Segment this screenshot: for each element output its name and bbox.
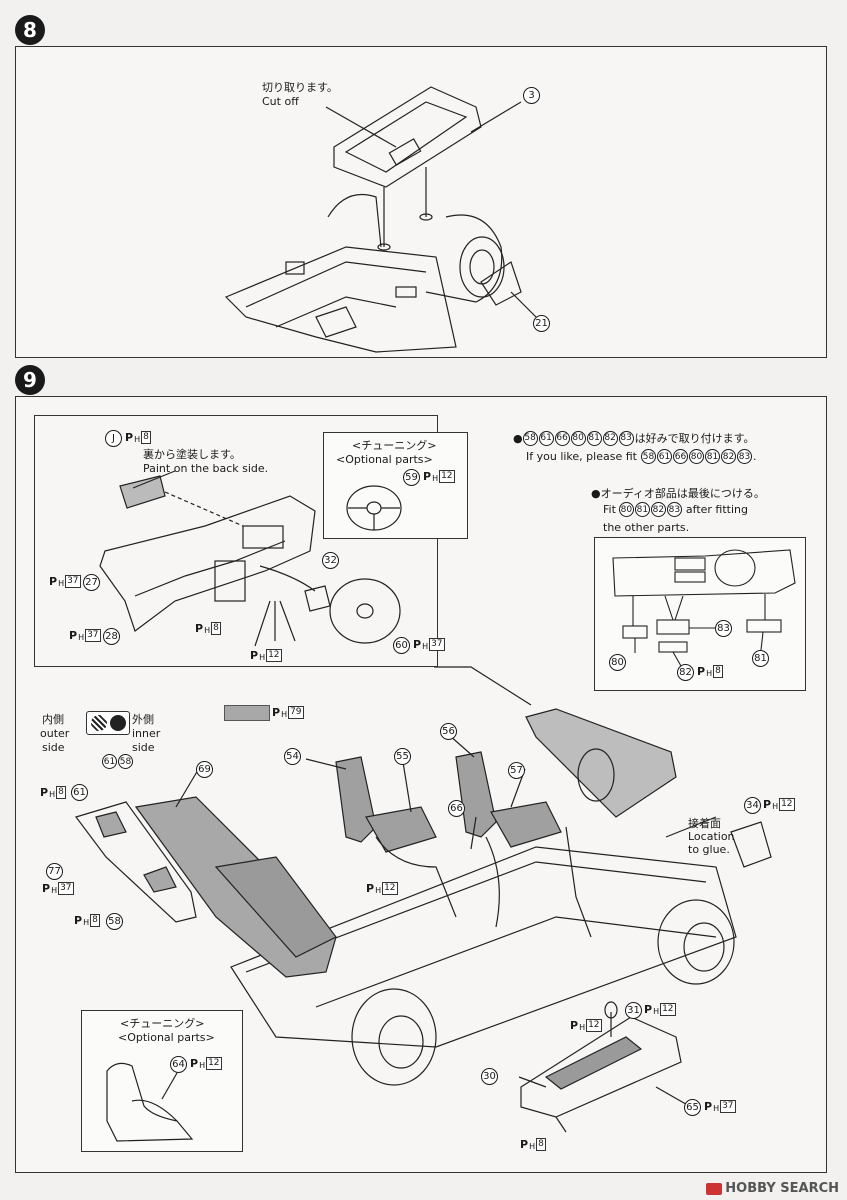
part-56-callout: 56: [440, 723, 457, 740]
part-60-callout: 60: [393, 637, 410, 654]
part-69-callout: 69: [196, 761, 213, 778]
grey-color-swatch: [224, 705, 270, 721]
inner-side-jp: 外側: [132, 713, 154, 726]
optional-wheel-title-en: <Optional parts>: [336, 453, 433, 466]
cut-off-label-jp: 切り取ります。: [262, 81, 338, 94]
outer-side-jp: 内側: [42, 713, 64, 726]
part-55-callout: 55: [394, 748, 411, 765]
inner-side-en1: inner: [132, 727, 161, 740]
optional-wheel-drawing: [346, 485, 402, 531]
back-side-en: Paint on the back side.: [143, 462, 269, 475]
back-side-jp: 裏から塗装します。: [143, 448, 241, 461]
part-83-callout: 83: [715, 620, 732, 637]
part-28-callout: 28: [103, 628, 120, 645]
part-31-callout: 31: [625, 1002, 642, 1019]
part-57-callout: 57: [508, 762, 525, 779]
part-80-callout: 80: [609, 654, 626, 671]
outer-side-en1: outer: [40, 727, 70, 740]
part-32-callout: 32: [322, 552, 339, 569]
side-swatch-pattern: [86, 711, 130, 735]
optional-seat-title-jp: <チューニング>: [120, 1017, 205, 1030]
note-audio-jp: ●オーディオ部品は最後につける。: [591, 487, 765, 500]
part-j-callout: J: [105, 430, 122, 447]
part-59-callout: 59: [403, 469, 420, 486]
part-3-callout: 3: [523, 87, 540, 104]
part-65-callout: 65: [684, 1099, 701, 1116]
optional-wheel-title-jp: <チューニング>: [352, 439, 437, 452]
glue-label-jp: 接着面: [688, 817, 721, 830]
inner-side-en2: side: [132, 741, 155, 754]
audio-inset-drawing: [612, 549, 796, 667]
step-8-panel: 切り取ります。 Cut off 3 21: [15, 46, 827, 358]
part-58-callout: 58: [106, 913, 123, 930]
part-64-callout: 64: [170, 1056, 187, 1073]
part-21-callout: 21: [533, 315, 550, 332]
part-34-callout: 34: [744, 797, 761, 814]
step-8-drawing: [224, 86, 537, 353]
step-9-number: 9: [15, 365, 45, 395]
part-77-callout: 77: [46, 863, 63, 880]
glue-label-en1: Location: [688, 830, 735, 843]
part-81-callout: 81: [752, 650, 769, 667]
glue-label-en2: to glue.: [688, 843, 730, 856]
cut-off-label-en: Cut off: [262, 95, 299, 108]
part-82-callout: 82: [677, 664, 694, 681]
watermark: HOBBY SEARCH: [706, 1181, 839, 1196]
step-9-drawing: [75, 666, 772, 1133]
part-54-callout: 54: [284, 748, 301, 765]
watermark-logo-icon: [706, 1182, 723, 1195]
dashboard-inset-drawing: [99, 470, 401, 647]
optional-seat-drawing: [106, 1062, 194, 1142]
part-66-callout: 66: [448, 800, 465, 817]
step-8-number: 8: [15, 15, 45, 45]
note-audio-en-line2: the other parts.: [603, 521, 690, 534]
outer-side-en2: side: [42, 741, 65, 754]
optional-seat-title-en: <Optional parts>: [118, 1031, 215, 1044]
part-27-callout: 27: [83, 574, 100, 591]
part-61-callout: 61: [71, 784, 88, 801]
part-30-callout: 30: [481, 1068, 498, 1085]
